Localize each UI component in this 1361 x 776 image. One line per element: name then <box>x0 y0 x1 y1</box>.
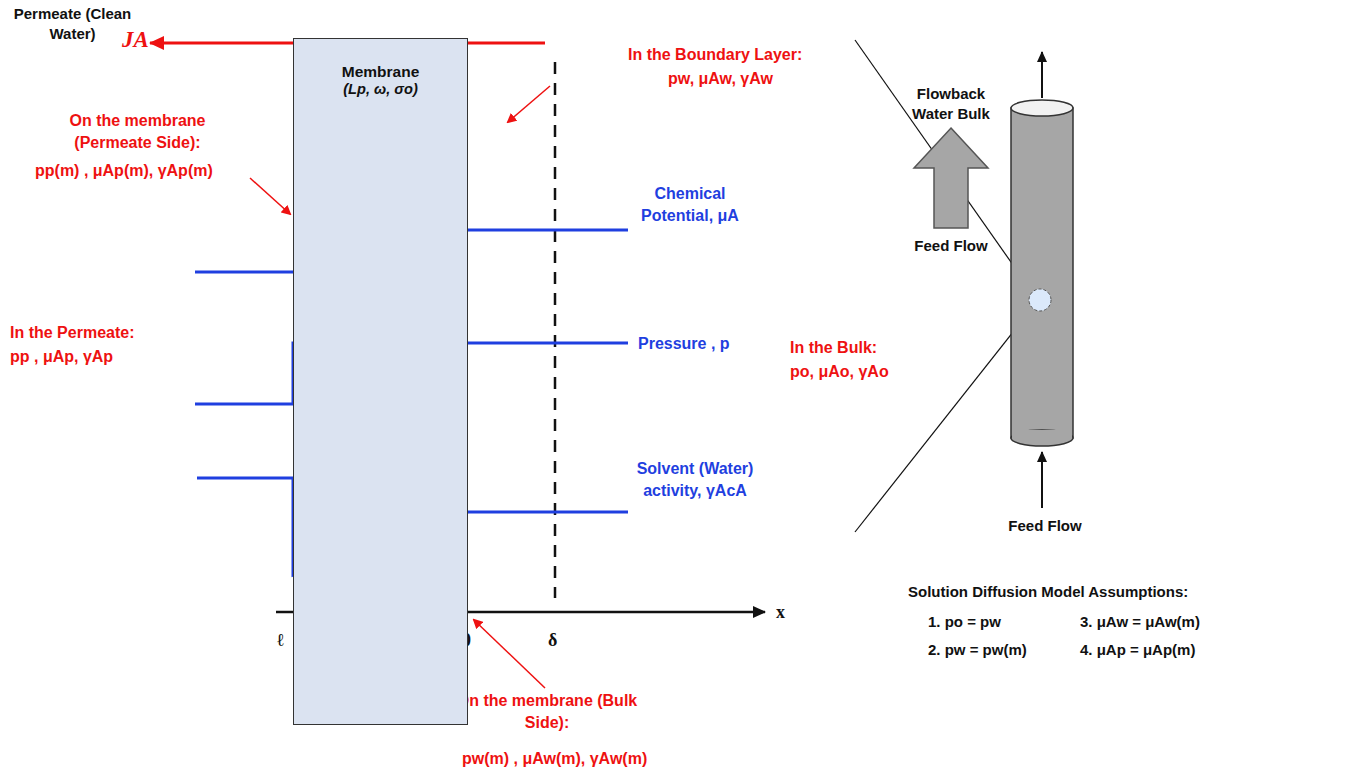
region-variables: po, μAo, γAo <box>790 361 889 383</box>
zoom-line <box>855 308 1032 532</box>
profile-label: Chemical Potential, μA <box>620 183 760 226</box>
region-variables: pp , μAp, γAp <box>10 346 113 368</box>
boundary-layer-line <box>554 62 557 598</box>
flow-label: Feed Flow <box>1000 516 1090 536</box>
region-heading: In the Boundary Layer: <box>628 44 802 66</box>
region-variables: pw, μAw, γAw <box>668 68 773 90</box>
assumption-item: 3. μAw = μAw(m) <box>1080 612 1200 632</box>
axis-tick: ℓ <box>277 628 284 652</box>
zoom-line <box>855 40 1032 292</box>
node-title: Membrane <box>294 63 467 81</box>
assumption-item: 2. pw = pw(m) <box>928 640 1027 660</box>
region-heading: On the membrane (Bulk Side): <box>452 690 642 733</box>
permeate-label: Permeate (Clean Water) <box>10 4 135 45</box>
profile-label: Pressure , p <box>638 333 730 355</box>
membrane-module <box>1011 100 1073 446</box>
node-parameters: (Lp, ω, σo) <box>294 81 467 97</box>
leader-line <box>250 178 290 214</box>
feed-flow-arrow <box>914 128 988 228</box>
assumption-item: 4. μAp = μAp(m) <box>1080 640 1195 660</box>
region-heading: On the membrane (Permeate Side): <box>35 110 240 153</box>
flow-label: Flowback Water Bulk <box>900 84 1002 125</box>
assumption-item: 1. po = pw <box>928 612 1001 632</box>
profile-label: Solvent (Water) activity, γAcA <box>615 458 775 501</box>
leader-line <box>508 86 550 122</box>
region-heading: In the Bulk: <box>790 337 877 359</box>
assumptions-heading: Solution Diffusion Model Assumptions: <box>908 582 1188 602</box>
flow-arrow <box>1041 52 1043 98</box>
flow-label: Feed Flow <box>905 236 997 256</box>
membrane-box: Membrane(Lp, ω, σo) <box>293 38 468 725</box>
region-variables: pp(m) , μAp(m), γAp(m) <box>35 160 213 182</box>
leader-line <box>474 620 545 688</box>
region-variables: pw(m) , μAw(m), γAw(m) <box>462 748 647 770</box>
region-heading: In the Permeate: <box>10 322 134 344</box>
axis-label: x <box>776 600 785 624</box>
axis-tick: δ <box>548 628 557 652</box>
flow-arrow <box>1041 452 1043 508</box>
flux-symbol: JA <box>122 24 149 55</box>
